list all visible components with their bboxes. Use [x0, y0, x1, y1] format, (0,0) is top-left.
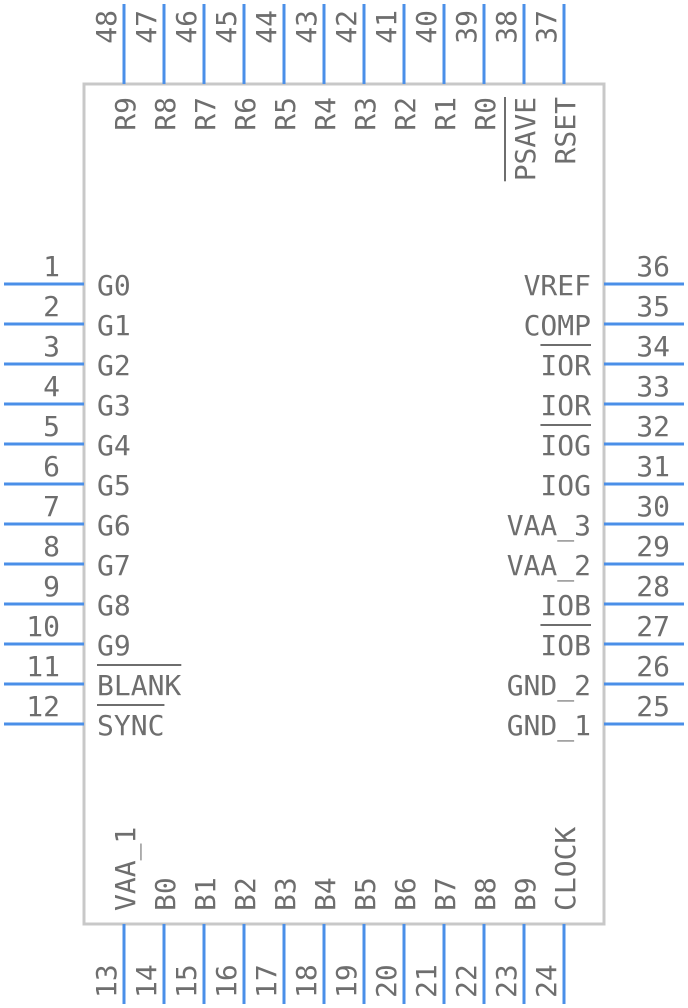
- pin-label-right: IOG: [540, 429, 591, 462]
- pin-number-right: 28: [636, 570, 670, 603]
- pin-number-top: 41: [370, 10, 403, 44]
- pin-label-bottom: B8: [469, 877, 502, 911]
- pin-number-bottom: 14: [130, 964, 163, 998]
- pin-number-right: 31: [636, 450, 670, 483]
- pin-number-left: 4: [43, 370, 60, 403]
- pin-number-right: 26: [636, 650, 670, 683]
- pin-number-top: 39: [450, 10, 483, 44]
- pin-label-right: IOR: [540, 349, 591, 382]
- pin-label-top: R5: [269, 97, 302, 131]
- pin-number-left: 2: [43, 290, 60, 323]
- pin-number-top: 45: [210, 10, 243, 44]
- pin-label-right: VAA_3: [507, 509, 591, 543]
- pin-label-left: G7: [97, 549, 131, 582]
- pin-number-bottom: 18: [290, 964, 323, 998]
- pin-label-top: R0: [469, 97, 502, 131]
- pin-label-right: VREF: [524, 269, 591, 302]
- pin-label-left: G2: [97, 349, 131, 382]
- pin-label-left: G3: [97, 389, 131, 422]
- pin-label-right: IOB: [540, 629, 591, 662]
- pin-number-right: 35: [636, 290, 670, 323]
- pin-label-left: G4: [97, 429, 131, 462]
- pin-label-bottom: B1: [189, 877, 222, 911]
- pin-label-bottom: B5: [349, 877, 382, 911]
- pin-number-top: 47: [130, 10, 163, 44]
- pin-label-left: G5: [97, 469, 131, 502]
- pin-number-left: 7: [43, 490, 60, 523]
- pin-number-right: 34: [636, 330, 670, 363]
- pin-label-top: R1: [429, 97, 462, 131]
- pin-label-right: COMP: [524, 309, 591, 342]
- pin-number-left: 3: [43, 330, 60, 363]
- pin-number-top: 43: [290, 10, 323, 44]
- pin-label-top: R7: [189, 97, 222, 131]
- pin-label-left: G0: [97, 269, 131, 302]
- pin-label-bottom: B2: [229, 877, 262, 911]
- pin-label-right: VAA_2: [507, 549, 591, 583]
- pin-label-bottom: CLOCK: [549, 827, 582, 911]
- pin-label-top: RSET: [549, 97, 582, 165]
- pin-label-bottom: B9: [509, 877, 542, 911]
- pin-number-bottom: 16: [210, 964, 243, 998]
- pin-number-left: 12: [26, 690, 60, 723]
- pin-number-top: 38: [490, 10, 523, 44]
- pin-label-top: R8: [149, 97, 182, 131]
- pin-label-top: R6: [229, 97, 262, 131]
- pin-label-bottom: B0: [149, 877, 182, 911]
- pin-label-left: SYNC: [97, 709, 164, 742]
- pin-label-right: IOG: [540, 469, 591, 502]
- pin-number-left: 11: [26, 650, 60, 683]
- ic-body-outline: [82, 82, 606, 926]
- pin-number-bottom: 23: [490, 964, 523, 998]
- pin-label-left: BLANK: [97, 669, 181, 702]
- pin-label-top: R9: [109, 97, 142, 131]
- pin-number-right: 36: [636, 250, 670, 283]
- pin-number-right: 30: [636, 490, 670, 523]
- pin-number-top: 37: [530, 10, 563, 44]
- pin-number-right: 33: [636, 370, 670, 403]
- pin-label-left: G6: [97, 509, 131, 542]
- pin-label-bottom: VAA_1: [109, 827, 143, 911]
- pin-number-top: 42: [330, 10, 363, 44]
- pin-label-bottom: B7: [429, 877, 462, 911]
- pin-label-top: R2: [389, 97, 422, 131]
- pin-label-bottom: B3: [269, 877, 302, 911]
- pin-number-left: 5: [43, 410, 60, 443]
- pin-number-top: 46: [170, 10, 203, 44]
- pin-label-left: G8: [97, 589, 131, 622]
- pin-number-bottom: 13: [90, 964, 123, 998]
- pin-number-bottom: 24: [530, 964, 563, 998]
- pin-label-top: R3: [349, 97, 382, 131]
- pin-label-right: IOR: [540, 389, 591, 422]
- pin-number-bottom: 21: [410, 964, 443, 998]
- pin-label-top: R4: [309, 97, 342, 131]
- pin-number-bottom: 22: [450, 964, 483, 998]
- pin-number-top: 44: [250, 10, 283, 44]
- pin-label-bottom: B4: [309, 877, 342, 911]
- pin-label-right: GND_2: [507, 669, 591, 703]
- pin-number-left: 8: [43, 530, 60, 563]
- pin-number-left: 9: [43, 570, 60, 603]
- pin-number-bottom: 19: [330, 964, 363, 998]
- pin-label-top: PSAVE: [509, 97, 542, 181]
- pin-label-right: IOB: [540, 589, 591, 622]
- pin-number-top: 48: [90, 10, 123, 44]
- pin-number-right: 25: [636, 690, 670, 723]
- pin-number-bottom: 17: [250, 964, 283, 998]
- pin-label-left: G9: [97, 629, 131, 662]
- pin-label-left: G1: [97, 309, 131, 342]
- pin-number-right: 27: [636, 610, 670, 643]
- pin-number-left: 1: [43, 250, 60, 283]
- pin-number-bottom: 15: [170, 964, 203, 998]
- pin-number-bottom: 20: [370, 964, 403, 998]
- pin-number-right: 29: [636, 530, 670, 563]
- pin-label-right: GND_1: [507, 709, 591, 743]
- pin-number-top: 40: [410, 10, 443, 44]
- pin-number-left: 6: [43, 450, 60, 483]
- pin-number-right: 32: [636, 410, 670, 443]
- pin-number-left: 10: [26, 610, 60, 643]
- pin-label-bottom: B6: [389, 877, 422, 911]
